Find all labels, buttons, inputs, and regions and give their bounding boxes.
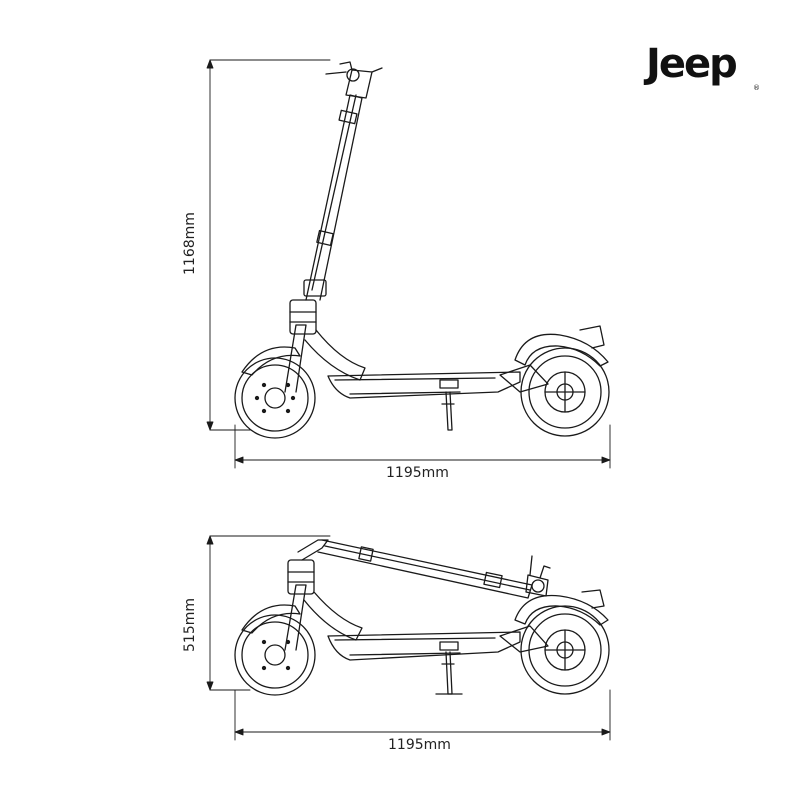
brand-logo: Jeep — [646, 41, 738, 87]
neck-folded — [303, 591, 363, 641]
length-dimension-unfolded — [234, 424, 611, 469]
unfolded-view — [206, 59, 611, 469]
height-dimension-unfolded — [206, 59, 331, 431]
handlebar-unfolded — [325, 61, 383, 99]
deck-folded — [327, 631, 521, 661]
height-label-unfolded: 1168mm — [182, 212, 198, 275]
length-label-unfolded: 1195mm — [386, 465, 449, 481]
height-label-folded: 515mm — [182, 598, 198, 652]
neck-unfolded — [304, 329, 366, 381]
front-fork-unfolded — [284, 299, 317, 393]
rear-wheel-unfolded — [520, 347, 610, 437]
front-fork-folded — [284, 559, 315, 651]
deck-unfolded — [327, 371, 521, 399]
stem-folded — [297, 539, 533, 599]
kickstand-folded — [435, 651, 463, 695]
height-dimension-folded — [206, 535, 331, 691]
front-wheel-folded — [234, 604, 316, 696]
registered-mark: ® — [753, 84, 760, 92]
front-wheel-unfolded — [234, 346, 316, 439]
length-dimension-folded — [234, 689, 611, 741]
stem-unfolded — [303, 94, 363, 301]
rear-fender-unfolded — [499, 325, 609, 393]
rear-fender-folded — [499, 589, 609, 653]
rear-wheel-folded — [520, 605, 610, 695]
folded-view — [206, 535, 611, 741]
kickstand-unfolded — [441, 391, 455, 431]
length-label-folded: 1195mm — [388, 737, 451, 753]
